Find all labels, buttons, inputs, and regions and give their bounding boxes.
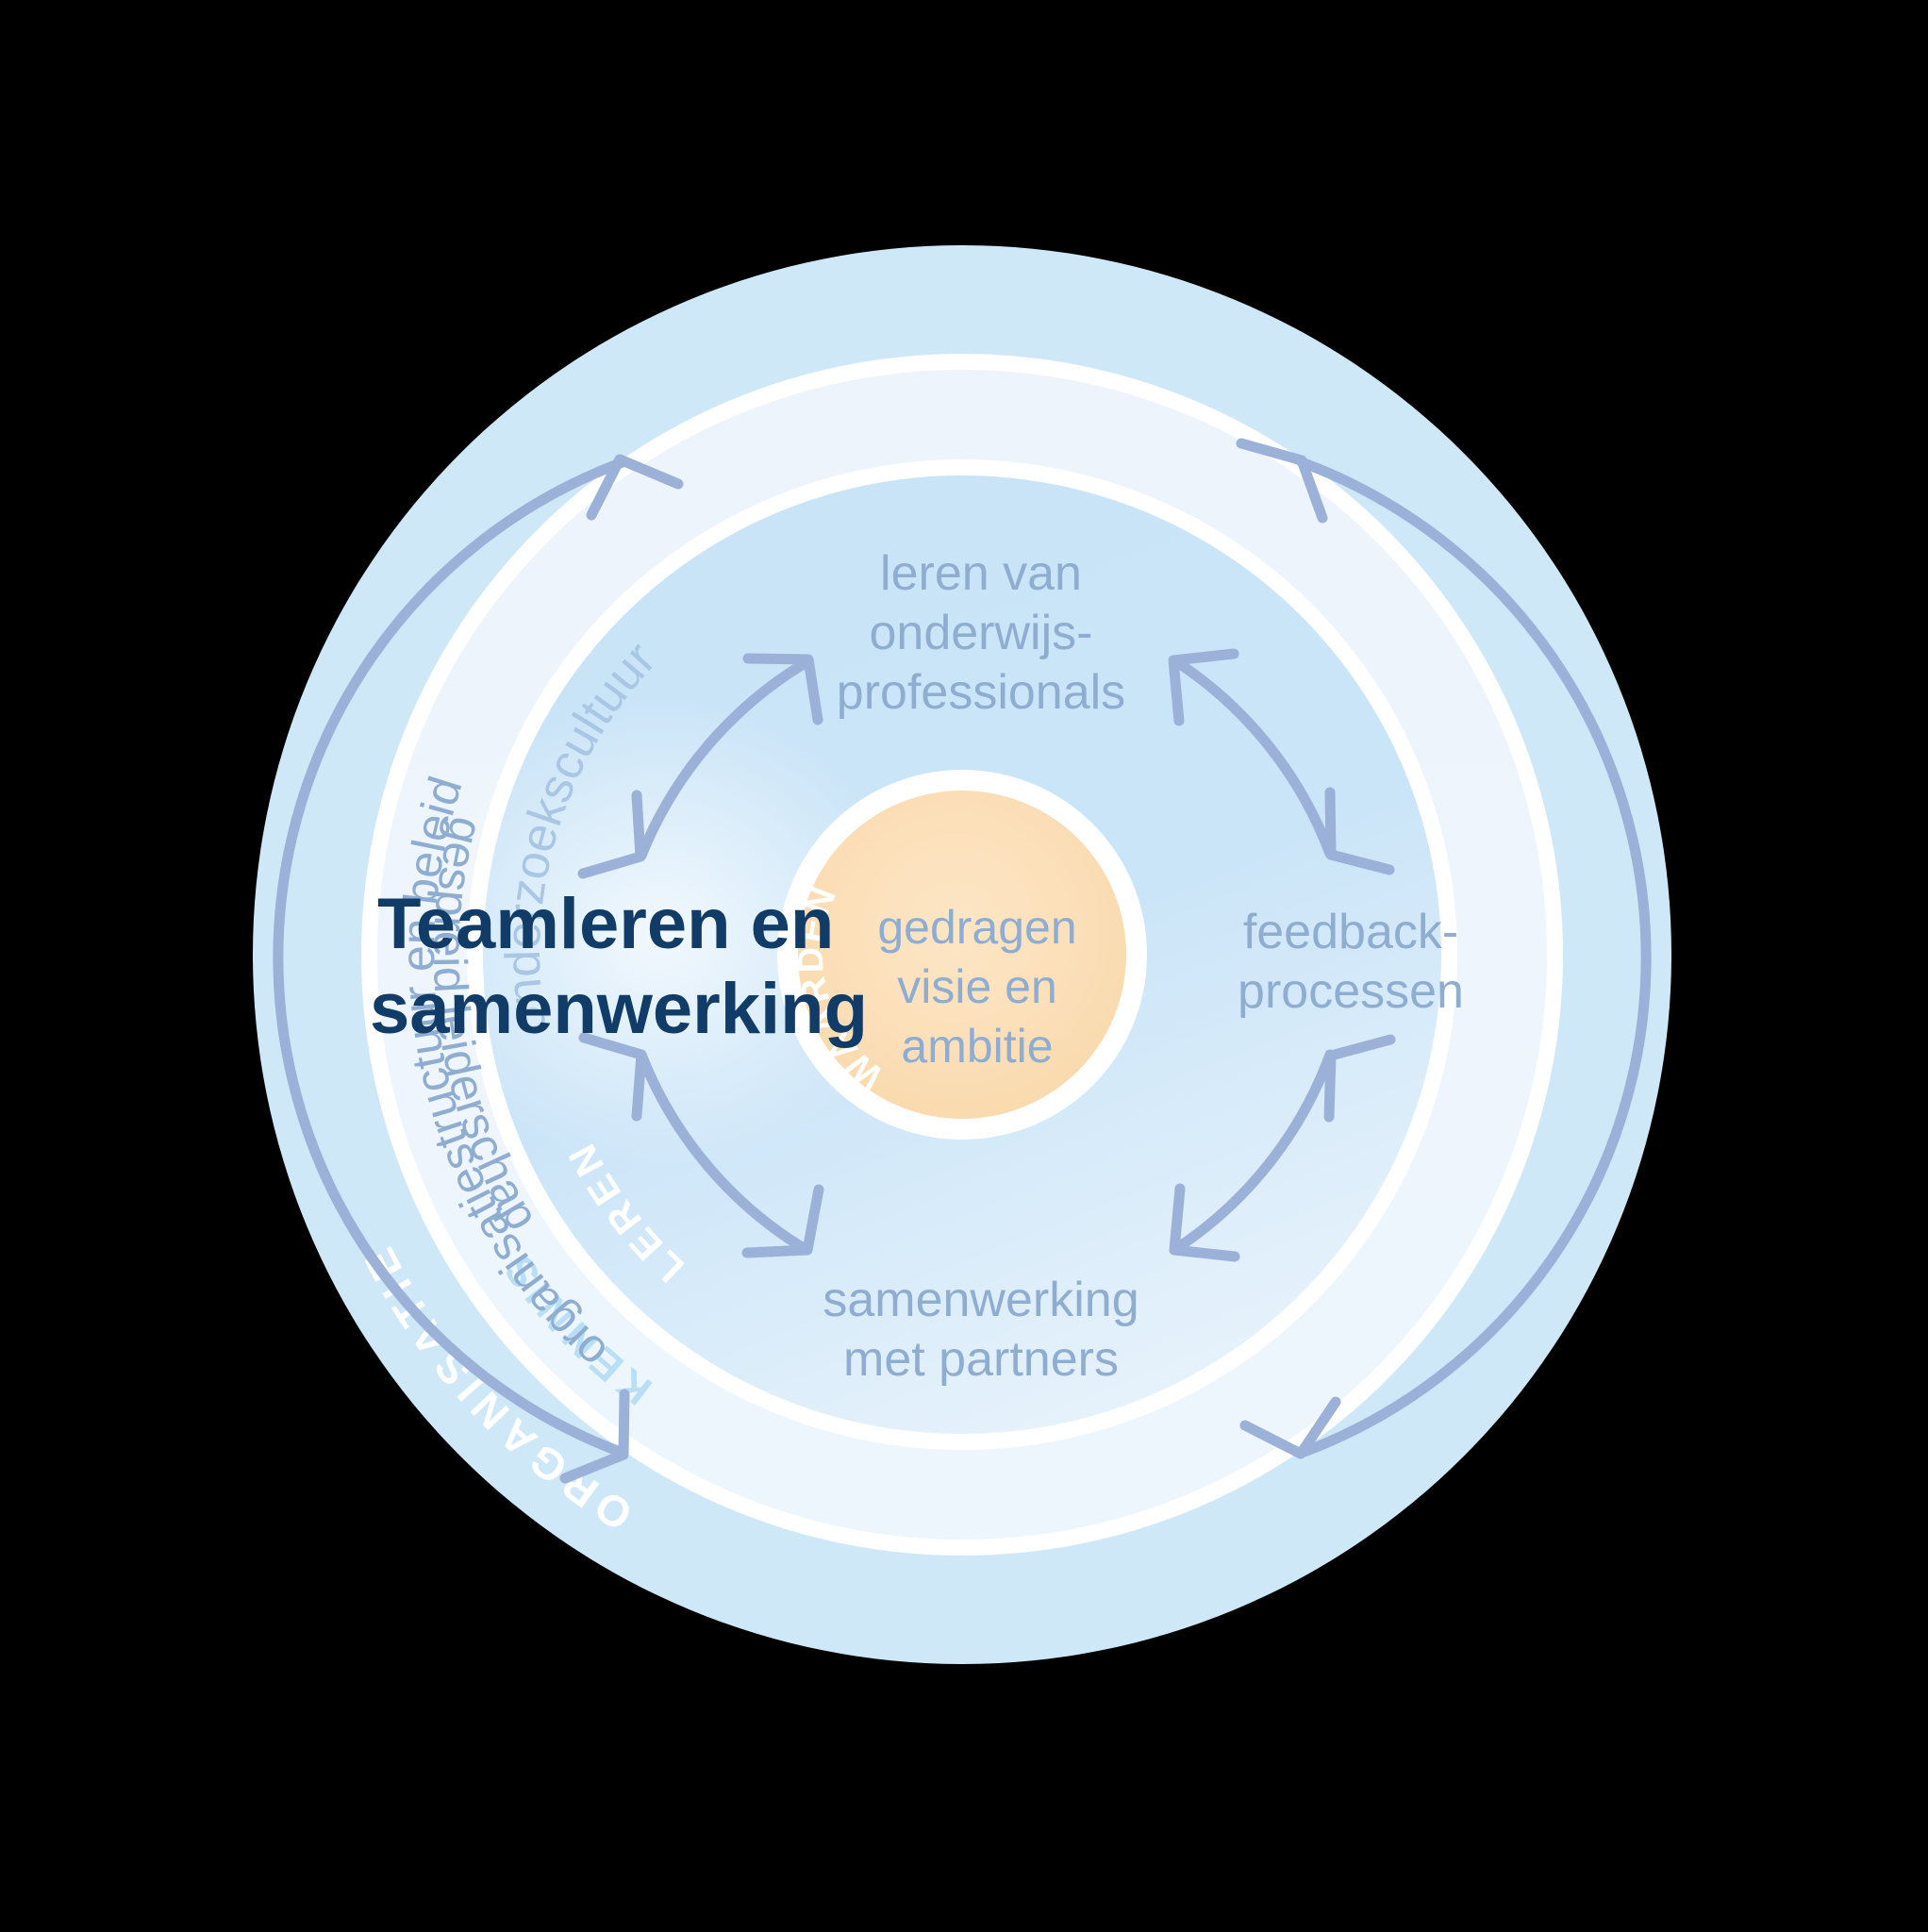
center-label-line: visie en [897,960,1057,1013]
arrow-group [273,438,1652,1484]
center-label-line: ambitie [901,1020,1053,1073]
center-label-gedragen-visie-en-ambitie: gedragen visie en ambitie [877,901,1076,1073]
topic-line: met partners [843,1332,1119,1387]
topic-leren-van-onderwijsprofessionals: leren van onderwijs- professionals [837,546,1125,720]
center-label-line: gedragen [877,901,1076,954]
page-title-line: Teamleren en [377,884,834,964]
arrow-inner-top-right [1168,648,1395,875]
ring-leren-glow [406,698,915,1170]
topic-line: processen [1238,964,1464,1019]
topic-line: samenwerking [823,1273,1139,1327]
topic-feedbackprocessen: feedback- processen [1238,905,1464,1019]
arrow-outer-left [273,454,684,1484]
ring-waarden [798,791,1126,1119]
arrow-inner-bottom-right [1169,1034,1396,1262]
topic-line: leren van [880,546,1082,601]
arrow-inner-top-left [577,653,823,879]
arrow-outer-right [1236,438,1652,1459]
topic-line: professionals [837,665,1125,720]
page-title: Teamleren en samenwerking [370,884,868,1049]
topic-line: feedback- [1243,905,1458,959]
arrow-inner-bottom-left [578,1032,824,1258]
topic-samenwerking-met-partners: samenwerking met partners [823,1273,1139,1387]
page-title-line: samenwerking [370,969,868,1049]
topic-line: onderwijs- [870,606,1093,660]
